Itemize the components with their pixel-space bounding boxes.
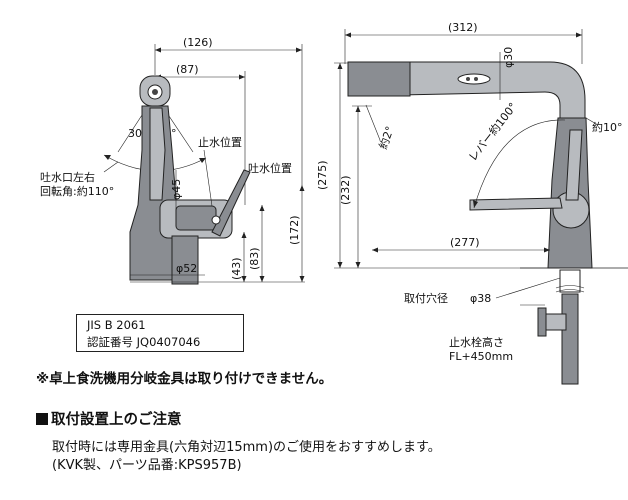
- dim-275: (275): [316, 160, 329, 190]
- label-rotation-line2: 回転角:約110°: [40, 184, 114, 198]
- dim-lever-100: レバー約100°: [465, 100, 519, 164]
- dim-angle-10: 約10°: [592, 120, 623, 134]
- square-bullet-icon: [36, 413, 48, 425]
- jis-standard-box: JIS B 2061 認証番号 JQ0407046: [76, 314, 244, 352]
- supply-pipe: [561, 293, 579, 385]
- dim-phi30: φ30: [502, 47, 515, 68]
- dim-312: (312): [448, 21, 478, 34]
- stop-valve: [545, 313, 567, 331]
- label-rotation-line1: 吐水口左右: [40, 170, 95, 184]
- label-valve-height-1: 止水栓高さ: [449, 335, 504, 349]
- jis-line: JIS B 2061: [87, 318, 146, 332]
- dim-phi45: φ45: [170, 179, 183, 200]
- install-note-line1: 取付時には専用金具(六角対辺15mm)のご使用をおすすめします。: [52, 440, 441, 455]
- lever-arc: [473, 119, 566, 209]
- label-valve-height-2: FL+450mm: [449, 350, 513, 363]
- label-stop-position: 止水位置: [198, 135, 242, 149]
- label-spout-position: 吐水位置: [248, 161, 292, 175]
- dim-43: (43): [230, 257, 243, 280]
- label-mount-hole-value: φ38: [470, 292, 491, 305]
- label-mount-hole: 取付穴径: [404, 291, 448, 305]
- install-section-title: 取付設置上のご注意: [36, 408, 182, 429]
- install-section-title-text: 取付設置上のご注意: [51, 412, 182, 428]
- dim-277: (277): [450, 236, 480, 249]
- right-view: (312) (275) (232) レバー約100° φ30 約10°: [316, 21, 628, 385]
- dim-83: (83): [248, 247, 261, 270]
- dim-126: (126): [183, 36, 213, 49]
- lever: [211, 169, 251, 237]
- dim-phi52: φ52: [176, 262, 197, 275]
- dim-232: (232): [339, 175, 352, 205]
- dim-angle-2: 約2°: [376, 124, 397, 151]
- dishwasher-warning: ※卓上食洗機用分岐金具は取り付けできません。: [36, 371, 333, 387]
- install-note-line2: (KVK製、パーツ品番:KPS957B): [52, 458, 242, 473]
- dim-172: (172): [288, 215, 301, 245]
- certification-line: 認証番号 JQ0407046: [87, 335, 201, 349]
- left-view: (126) (87) 30° 30° (43): [40, 36, 305, 285]
- dim-87: (87): [176, 63, 199, 76]
- right-lever: [469, 197, 563, 211]
